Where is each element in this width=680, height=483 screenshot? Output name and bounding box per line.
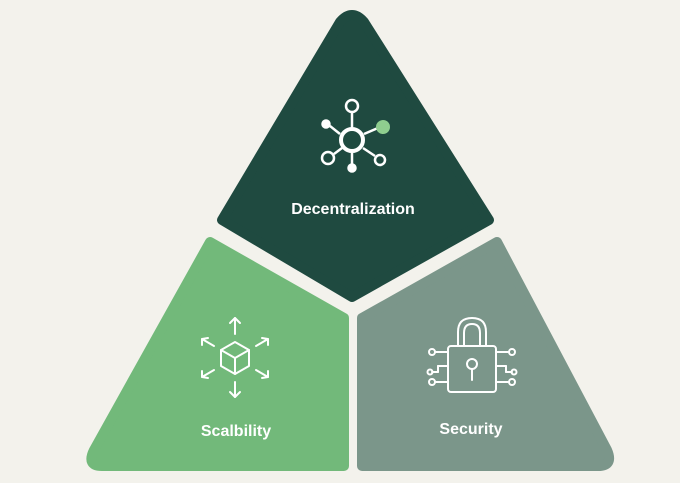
network-nodes-icon [320, 98, 390, 173]
scalability-triangle [86, 237, 349, 471]
decentralization-label: Decentralization [291, 201, 415, 218]
circuit-padlock-icon [426, 317, 518, 393]
decentralization-triangle [217, 10, 494, 302]
security-triangle [357, 237, 615, 471]
security-label: Security [439, 421, 502, 438]
scalability-label: Scalbility [201, 423, 271, 440]
segment-security: Security [357, 237, 615, 471]
expanding-cube-icon [201, 317, 269, 398]
segment-decentralization: Decentralization [217, 10, 494, 302]
segment-scalability: Scalbility [86, 237, 349, 471]
